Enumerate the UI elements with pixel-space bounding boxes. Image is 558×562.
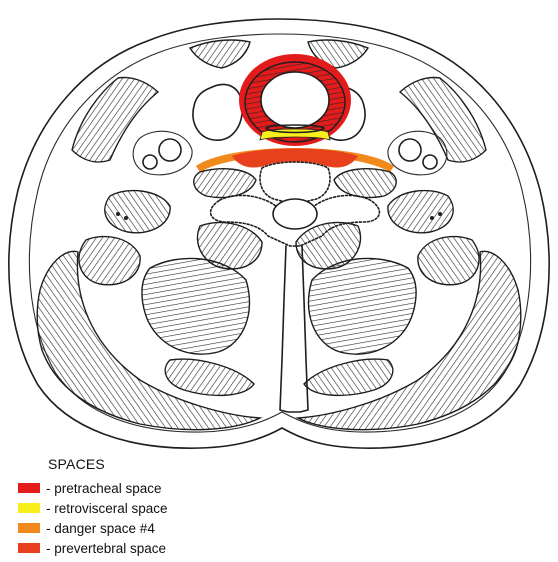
legend-swatch-prevertebral bbox=[18, 543, 40, 553]
right-carotid-artery bbox=[399, 139, 421, 161]
left-sternocleidomastoid-muscle bbox=[72, 78, 158, 162]
left-strap-muscle bbox=[190, 40, 250, 68]
left-jugular-vein bbox=[143, 155, 157, 169]
left-longus-colli-muscle bbox=[194, 169, 256, 198]
left-thyroid-lobe bbox=[193, 85, 242, 141]
legend-item-danger: - danger space #4 bbox=[18, 518, 278, 538]
left-nerve-dot bbox=[116, 212, 120, 216]
legend-label-pretracheal: - pretracheal space bbox=[46, 481, 162, 496]
left-carotid-sheath bbox=[133, 131, 192, 175]
right-sternocleidomastoid-muscle bbox=[400, 78, 486, 162]
left-levator-scapulae-muscle bbox=[79, 237, 140, 285]
left-carotid-artery bbox=[159, 139, 181, 161]
right-jugular-vein bbox=[423, 155, 437, 169]
right-deep-back-muscle bbox=[308, 258, 416, 354]
legend-swatch-pretracheal bbox=[18, 483, 40, 493]
left-deep-back-muscle bbox=[142, 258, 250, 354]
spinous-process bbox=[280, 246, 308, 412]
legend-label-danger: - danger space #4 bbox=[46, 521, 155, 536]
right-longus-colli-muscle bbox=[334, 169, 396, 198]
spaces-legend: SPACES - pretracheal space - retroviscer… bbox=[18, 456, 278, 558]
legend-label-retrovisceral: - retrovisceral space bbox=[46, 501, 168, 516]
vertebral-body bbox=[260, 162, 330, 203]
legend-item-prevertebral: - prevertebral space bbox=[18, 538, 278, 558]
right-scalene-muscle bbox=[388, 191, 453, 233]
right-levator-scapulae-muscle bbox=[418, 237, 479, 285]
right-nerve-dot bbox=[438, 212, 442, 216]
left-nerve-dot bbox=[124, 216, 128, 220]
right-rectus-capitis-muscle bbox=[304, 359, 393, 395]
left-scalene-muscle bbox=[105, 191, 170, 233]
left-rectus-capitis-muscle bbox=[165, 359, 254, 395]
trachea-lumen bbox=[261, 72, 329, 128]
legend-title: SPACES bbox=[48, 456, 278, 472]
legend-item-pretracheal: - pretracheal space bbox=[18, 478, 278, 498]
spinal-canal bbox=[273, 199, 317, 229]
legend-item-retrovisceral: - retrovisceral space bbox=[18, 498, 278, 518]
legend-swatch-retrovisceral bbox=[18, 503, 40, 513]
legend-swatch-danger bbox=[18, 523, 40, 533]
legend-label-prevertebral: - prevertebral space bbox=[46, 541, 166, 556]
right-nerve-dot bbox=[430, 216, 434, 220]
